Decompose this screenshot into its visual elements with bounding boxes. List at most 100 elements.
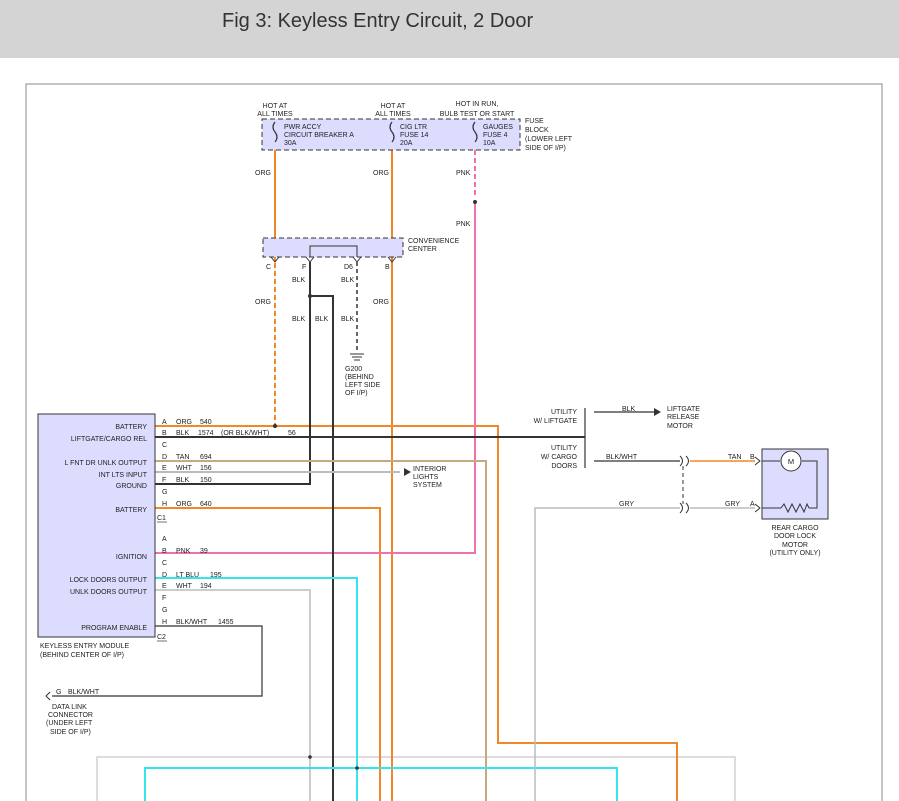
wire-org-640 [155, 507, 381, 801]
wire-ltblu-lower [144, 767, 618, 801]
circuit-number: 195 [210, 572, 222, 579]
wire-color: BLK/WHT [176, 619, 208, 626]
wire-label: BLK [315, 316, 329, 323]
wire-label: ORG [373, 170, 389, 177]
pin-letter: G [162, 489, 167, 496]
utility-label: UTILITY [551, 409, 577, 416]
wire-label: BLK/WHT [606, 454, 638, 461]
convenience-center-label: CONVENIENCE [408, 238, 460, 245]
wire-label: ORG [255, 299, 271, 306]
interior-lights-label: INTERIOR [413, 466, 446, 473]
fuse-label: CIRCUIT BREAKER A [284, 132, 354, 139]
wires [52, 150, 755, 801]
splice-dot [308, 755, 312, 759]
wire-color: ORG [176, 501, 192, 508]
module-function: BATTERY [115, 424, 147, 431]
terminal-symbol [387, 256, 397, 263]
resistor-icon [780, 502, 810, 514]
pin-letter: G [162, 607, 167, 614]
fuse-label: FUSE 4 [483, 132, 508, 139]
wire-label: GRY [725, 501, 740, 508]
terminal-symbol [305, 256, 315, 263]
splice-dot [473, 200, 477, 204]
pin-label: F [302, 264, 306, 271]
header-bar: Fig 3: Keyless Entry Circuit, 2 Door [0, 0, 899, 58]
terminal-symbol [352, 256, 362, 263]
pin-label: G [56, 689, 61, 696]
circuit-number: 150 [200, 477, 212, 484]
utility-label: W/ LIFTGATE [534, 418, 578, 425]
hot-label: ALL TIMES [375, 111, 411, 118]
pin-letter: E [162, 465, 167, 472]
wire-color: BLK [176, 430, 190, 437]
wire-label: BLK/WHT [68, 689, 100, 696]
wire-gry-cargo [534, 507, 680, 801]
page-title: Fig 3: Keyless Entry Circuit, 2 Door [222, 10, 534, 32]
module-function: UNLK DOORS OUTPUT [70, 589, 148, 596]
fuse-symbol [472, 121, 478, 143]
fuse-symbol [389, 121, 395, 143]
pin-letter: A [162, 536, 167, 543]
fuse-label: GAUGES [483, 124, 513, 131]
arrow-icon [654, 408, 661, 416]
fuse-symbol [272, 121, 278, 143]
lower-connector-box [96, 756, 736, 801]
terminal-symbol [754, 503, 761, 513]
splice-dot [355, 766, 359, 770]
convenience-center-box [262, 237, 404, 258]
wire-color: WHT [176, 583, 193, 590]
fuse-block-label: SIDE OF I/P) [525, 145, 566, 152]
fuse-label: PWR ACCY [284, 124, 322, 131]
pin-label: B [750, 454, 755, 461]
pin-letter: H [162, 501, 167, 508]
terminal-symbol [754, 456, 761, 466]
circuit-number: 694 [200, 454, 212, 461]
wire-label: BLK [341, 316, 355, 323]
pin-letter: A [162, 419, 167, 426]
hot-label: HOT IN RUN, [456, 101, 499, 108]
motor-icon [780, 450, 802, 472]
utility-options: UTILITY W/ LIFTGATE UTILITY W/ CARGO DOO… [534, 406, 700, 514]
wire-blkwht-1455 [52, 625, 263, 697]
pin-letter: F [162, 477, 166, 484]
wire-label: BLK [622, 406, 636, 413]
wire-color: BLK [176, 477, 190, 484]
hot-label: ALL TIMES [257, 111, 293, 118]
liftgate-motor-label: LIFTGATE [667, 406, 700, 413]
pin-label: D6 [344, 264, 353, 271]
circuit-number: 1455 [218, 619, 234, 626]
ground-g200: G200 (BEHIND LEFT SIDE OF I/P) [345, 353, 381, 397]
convenience-center: CONVENIENCE CENTER C F D6 B [262, 237, 460, 271]
ground-label: OF I/P) [345, 390, 368, 397]
module-function: IGNITION [116, 554, 147, 561]
pin-label: C [266, 264, 271, 271]
pin-letter: D [162, 572, 167, 579]
keyless-entry-module: BATTERY LIFTGATE/CARGO REL L FNT DR UNLK… [37, 413, 296, 659]
motor-label: REAR CARGO [771, 525, 819, 532]
connector-label-c2: C2 [157, 634, 166, 641]
hot-label: BULB TEST OR START [440, 111, 515, 118]
arrow-icon [404, 468, 411, 476]
wire-color: WHT [176, 465, 193, 472]
pin-letter: E [162, 583, 167, 590]
wire-pnk-39 [155, 202, 476, 554]
module-function: LIFTGATE/CARGO REL [71, 436, 147, 443]
pin-letter: C [162, 442, 167, 449]
fuse-block-label: BLOCK [525, 127, 549, 134]
interior-lights-system: INTERIOR LIGHTS SYSTEM [404, 466, 446, 489]
interior-lights-label: SYSTEM [413, 482, 442, 489]
module-name: (BEHIND CENTER OF I/P) [40, 652, 124, 659]
module-function: PROGRAM ENABLE [81, 625, 147, 632]
utility-label: DOORS [551, 463, 577, 470]
data-link-label: CONNECTOR [48, 712, 93, 719]
fuse-label: 20A [400, 140, 413, 147]
pin-letter: H [162, 619, 167, 626]
circuit-number: 194 [200, 583, 212, 590]
ground-label: LEFT SIDE [345, 382, 381, 389]
circuit-number: 56 [288, 430, 296, 437]
wire-blk-150 [155, 262, 311, 485]
fuse-label: CIG LTR [400, 124, 427, 131]
wire-color: ORG [176, 419, 192, 426]
connector-label-c1: C1 [157, 515, 166, 522]
